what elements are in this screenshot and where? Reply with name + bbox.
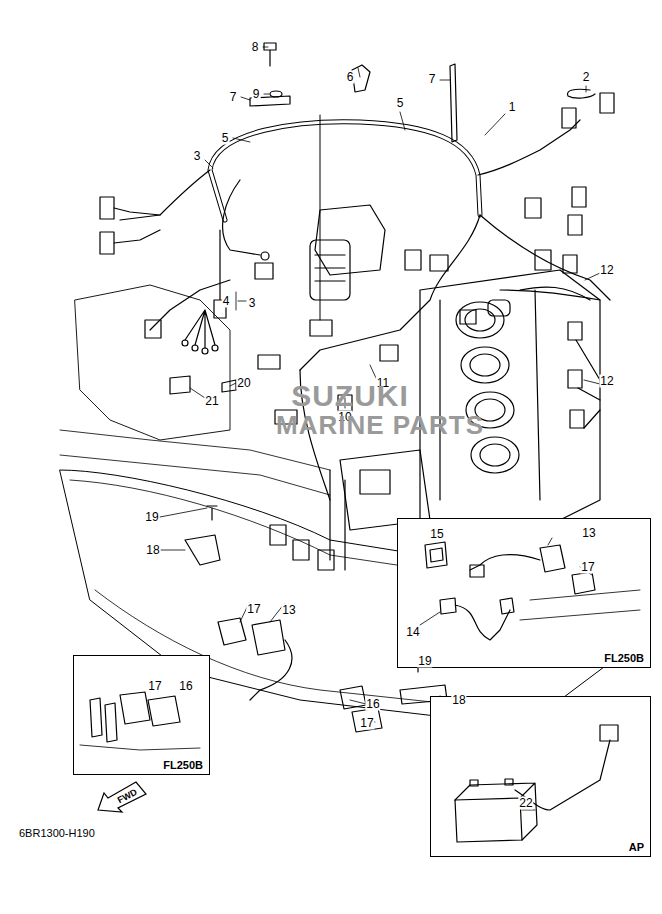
callout-number: 22: [518, 797, 533, 810]
callout-number: 16: [178, 680, 193, 693]
variant-label: AP: [629, 841, 644, 853]
callout-number: 18: [451, 694, 466, 707]
callout-number: 7: [428, 73, 437, 86]
callout-number: 12: [599, 264, 614, 277]
callout-number: 7: [229, 91, 238, 104]
callout-number: 17: [246, 603, 261, 616]
callout-number: 19: [144, 511, 159, 524]
variant-inset: FL250B: [397, 518, 651, 668]
callout-number: 6: [346, 71, 355, 84]
callout-number: 17: [147, 680, 162, 693]
callout-number: 12: [599, 375, 614, 388]
callout-number: 21: [204, 395, 219, 408]
variant-label: FL250B: [163, 759, 203, 771]
callout-number: 15: [429, 528, 444, 541]
watermark: MARINE PARTS: [275, 419, 485, 432]
callout-number: 5: [221, 132, 230, 145]
watermark: SUZUKI: [290, 389, 410, 402]
callout-number: 16: [365, 698, 380, 711]
callout-number: 5: [396, 97, 405, 110]
callout-number: 3: [248, 297, 257, 310]
callout-number: 8: [251, 41, 260, 54]
forward-arrow: FWD: [96, 780, 154, 814]
callout-number: 1: [508, 101, 517, 114]
callout-number: 14: [405, 626, 420, 639]
callout-number: 20: [236, 377, 251, 390]
callout-number: 4: [222, 295, 231, 308]
variant-label: FL250B: [604, 652, 644, 664]
callout-number: 17: [359, 717, 374, 730]
callout-number: 18: [145, 544, 160, 557]
drawing-code: 6BR1300-H190: [18, 827, 96, 840]
callout-number: 13: [281, 604, 296, 617]
callout-number: 3: [193, 150, 202, 163]
callout-number: 19: [417, 655, 432, 668]
callout-number: 9: [252, 88, 261, 101]
callout-number: 2: [582, 71, 591, 84]
callout-number: 17: [580, 561, 595, 574]
variant-inset: FL250B: [73, 655, 210, 775]
variant-inset: AP: [430, 696, 651, 857]
callout-number: 13: [581, 527, 596, 540]
